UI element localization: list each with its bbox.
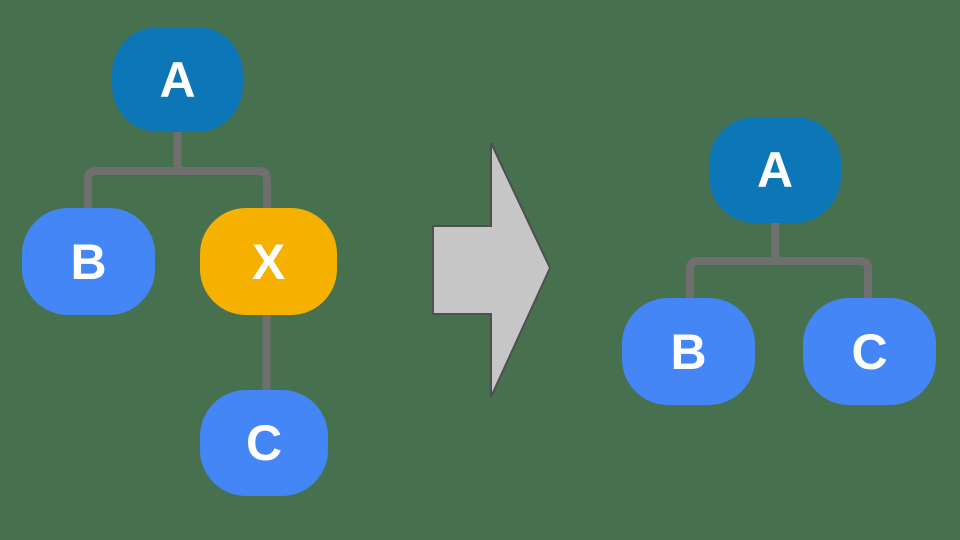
tree-after-node-a: A xyxy=(709,117,841,223)
tree-after-node-c: C xyxy=(803,298,936,405)
tree-after-node-b-label: B xyxy=(670,323,707,380)
connector-left-bracket xyxy=(84,167,271,212)
tree-before-node-b: B xyxy=(22,208,155,315)
tree-after-node-b: B xyxy=(622,298,755,405)
tree-before-node-c-label: C xyxy=(245,415,283,471)
tree-after-node-c-label: C xyxy=(851,323,888,380)
tree-before-node-x: X xyxy=(200,208,337,315)
tree-before-node-a-label: A xyxy=(159,51,196,108)
right-block-arrow-outline xyxy=(432,142,552,398)
tree-before-node-x-label: X xyxy=(251,233,286,290)
tree-before-node-a: A xyxy=(112,27,243,132)
tree-before-node-c: C xyxy=(200,390,328,496)
tree-after-node-a-label: A xyxy=(756,142,794,198)
connector-right-bracket xyxy=(686,257,872,302)
tree-before-node-b-label: B xyxy=(70,233,107,290)
